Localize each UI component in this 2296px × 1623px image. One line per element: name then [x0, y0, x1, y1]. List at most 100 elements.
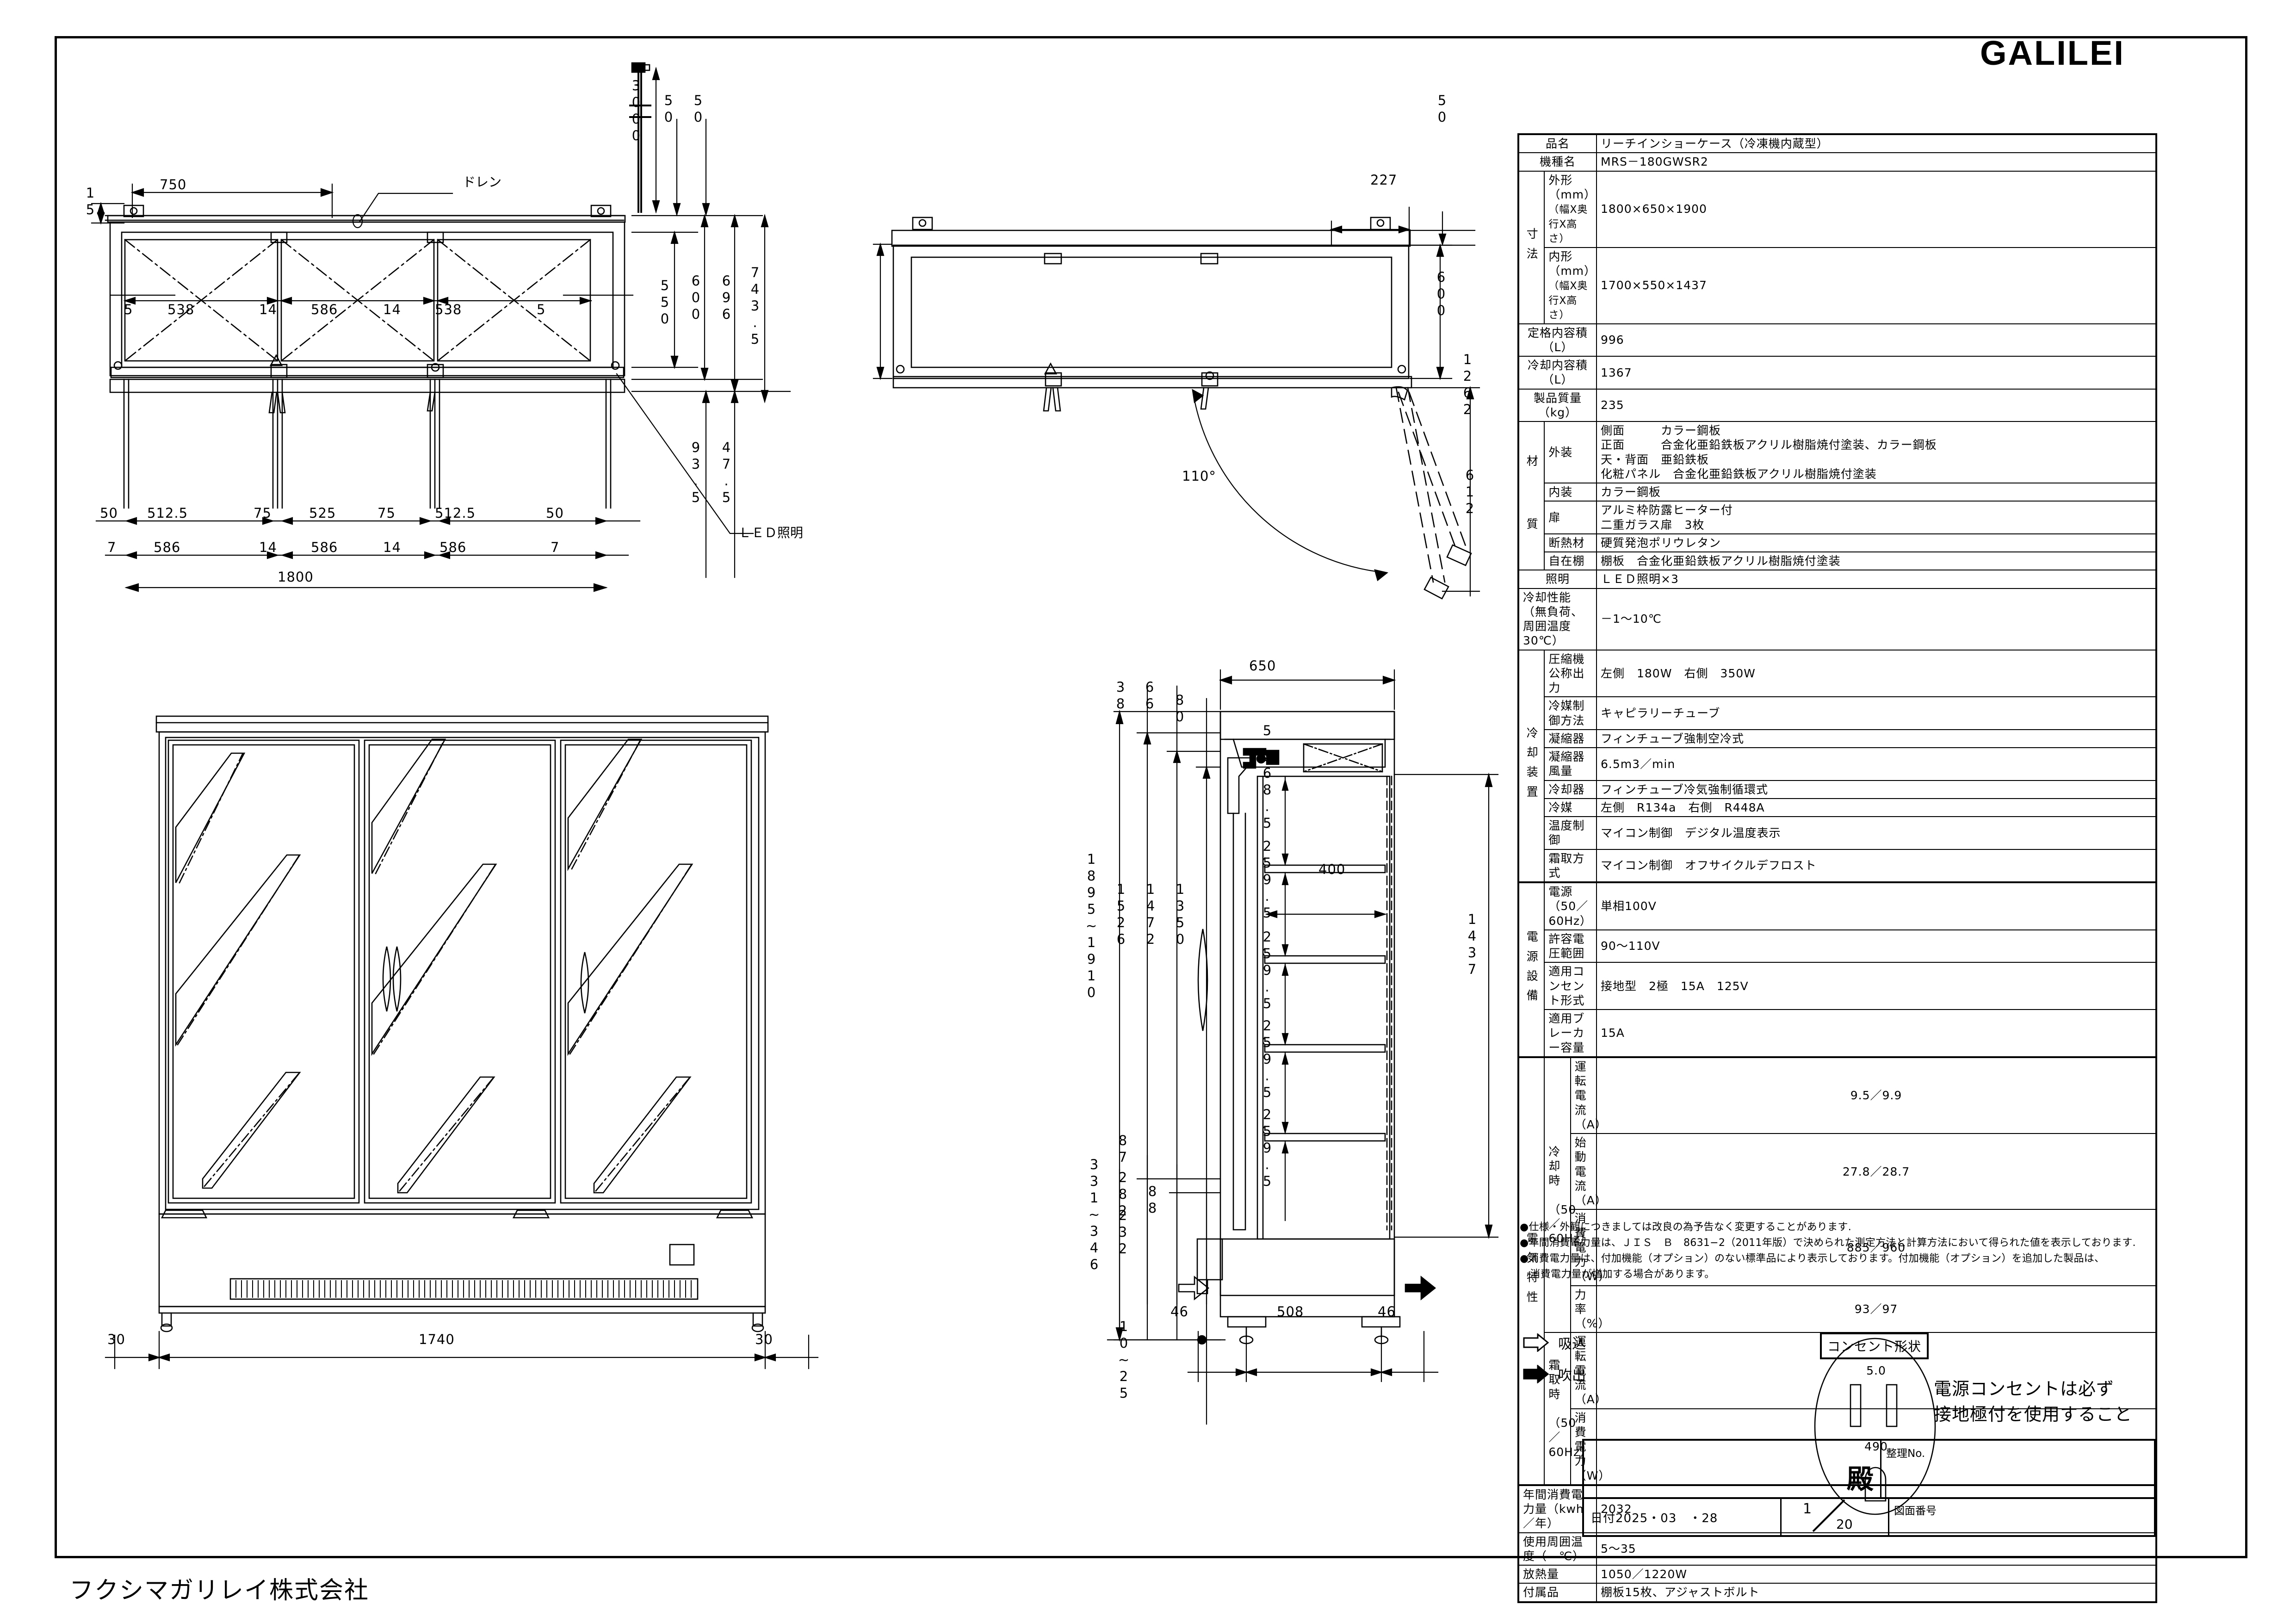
group-label-material: 材質	[1517, 421, 1545, 571]
table-row: 力 率（%） 93／97	[1518, 1285, 2157, 1333]
row-label: 冷媒制御方法	[1544, 696, 1597, 730]
legend-intake-label: 吸込	[1558, 1336, 1586, 1352]
row-label: 冷却性能（無負荷、周囲温度30℃）	[1517, 588, 1597, 650]
row-value: －1～10℃	[1596, 588, 2157, 650]
note-line: ●消費電力量は、付加機能（オプション）のない標準品により表示しております。付加機…	[1520, 1253, 2105, 1265]
row-value: 885／960	[1596, 1209, 2157, 1286]
scale-slash-icon	[1812, 1499, 1845, 1532]
note-line: 消費電力量が増加する場合があります。	[1520, 1269, 1715, 1281]
row-label: 内形 （mm）（幅X奥行X高さ）	[1544, 247, 1608, 324]
legend-outlet: 吹出	[1522, 1364, 1586, 1384]
row-label: 運転電流（A）	[1570, 1056, 1607, 1134]
row-label: 照明	[1517, 570, 1597, 589]
table-row: 消費電力（W） 490	[1518, 1408, 2157, 1486]
table-row: 扉 アルミ枠防露ヒーター付 二重ガラス扉 3枚	[1518, 501, 2157, 534]
row-value: 6.5m3／min	[1596, 747, 2157, 781]
row-value: リーチインショーケース（冷凍機内蔵型）	[1596, 133, 2157, 154]
row-label: 機種名	[1517, 152, 1597, 172]
row-label: 放熱量	[1517, 1564, 1597, 1584]
date-field: 日付2025・03 ・28	[1584, 1499, 1782, 1535]
company-name: フクシマガリレイ株式会社	[69, 1577, 370, 1604]
title-block: 殿 整理No. 日付2025・03 ・28 1 20 図面番号	[1582, 1439, 2156, 1537]
table-row: 内形 （mm）（幅X奥行X高さ） 1700×550×1437	[1518, 247, 2157, 324]
table-row: 照明 ＬＥＤ照明×3	[1517, 570, 2157, 589]
table-row: 機種名 MRS－180GWSR2	[1517, 152, 2157, 172]
table-row: 製品質量 （kg） 235	[1517, 388, 2157, 422]
table-row: 凝縮器風量 6.5m3／min	[1518, 747, 2157, 781]
row-value: マイコン制御 デジタル温度表示	[1596, 816, 2157, 850]
legend-intake: 吸込	[1522, 1332, 1586, 1353]
row-value: 5.0	[1596, 1332, 2157, 1409]
row-value: 1700×550×1437	[1596, 247, 2157, 324]
row-label: 電源（50／60Hz）	[1544, 881, 1597, 930]
group-label-cooling: 冷却装置	[1517, 649, 1545, 883]
row-value: 90～110V	[1596, 929, 2157, 963]
galilei-logo: GALILEI	[1980, 34, 2125, 72]
table-row: 冷却装置 圧縮機公称出力 左側 180W 右側 350W	[1517, 649, 2157, 883]
customer-name-field[interactable]: 殿	[1584, 1441, 1881, 1497]
row-value: 5～35	[1596, 1532, 2157, 1566]
row-label: 自在棚	[1544, 551, 1597, 571]
row-value: カラー鋼板	[1596, 482, 2157, 502]
drawing-canvas	[91, 62, 1936, 1515]
row-label: 力 率（%）	[1570, 1285, 1610, 1333]
airflow-legend: 吸込 吹出	[1522, 1332, 1586, 1395]
row-value: 硬質発泡ポリウレタン	[1596, 533, 2157, 553]
table-row: 冷媒制御方法 キャピラリーチューブ	[1518, 696, 2157, 730]
table-row: 冷媒 左側 R134a 右側 R448A	[1518, 798, 2157, 818]
row-label: 霜取方式	[1544, 849, 1597, 883]
row-value: 9.5／9.9	[1596, 1056, 2157, 1134]
outlet-arrow-icon	[1523, 1365, 1549, 1383]
row-label: 許容電圧範囲	[1544, 929, 1597, 963]
outlet-warning-note: 電源コンセントは必ず 接地極付を使用すること	[1934, 1379, 2133, 1425]
row-value: 235	[1596, 388, 2157, 422]
table-row: 年間消費電力量（kwh／年） 2032	[1517, 1484, 2157, 1533]
row-value: フィンチューブ冷気強制循環式	[1596, 780, 2157, 799]
row-label: 冷媒	[1544, 798, 1597, 818]
table-row: 放熱量 1050／1220W	[1517, 1564, 2157, 1584]
notes-block: ●仕様・外観につきましては改良の為予告なく変更することがあります. ●年間消費電…	[1520, 1220, 2260, 1282]
scale-numerator: 1	[1803, 1501, 1812, 1517]
table-row: 自在棚 棚板 合金化亜鉛鉄板アクリル樹脂焼付塗装	[1518, 551, 2157, 571]
table-row: 適用コンセント形式 接地型 2極 15A 125V	[1518, 962, 2157, 1010]
table-row: 使用周囲温度（ ℃） 5～35	[1517, 1532, 2157, 1566]
group-label-dimension: 寸法	[1517, 170, 1545, 324]
row-label: 品名	[1517, 133, 1597, 154]
row-label: 外形 （mm）（幅X奥行X高さ）	[1544, 170, 1608, 248]
table-row: 凝縮器 フィンチューブ強制空冷式	[1518, 729, 2157, 749]
row-value: ＬＥＤ照明×3	[1596, 570, 2157, 589]
scale-denominator: 20	[1836, 1517, 1853, 1532]
row-label: 定格内容積 （L）	[1517, 323, 1611, 357]
row-value: 棚板 合金化亜鉛鉄板アクリル樹脂焼付塗装	[1596, 551, 2157, 571]
row-value: 996	[1596, 323, 2157, 357]
outlet-shape-title: コンセント形状	[1820, 1332, 1929, 1359]
table-row: 許容電圧範囲 90～110V	[1518, 929, 2157, 963]
row-value: キャピラリーチューブ	[1596, 696, 2157, 730]
table-row: 霜取方式 マイコン制御 オフサイクルデフロスト	[1518, 849, 2157, 883]
table-row: 冷却内容積 （L） 1367	[1517, 356, 2157, 390]
row-label: 外装	[1544, 421, 1597, 483]
seiri-no-field[interactable]: 整理No.	[1881, 1441, 2154, 1497]
table-row: 冷却性能（無負荷、周囲温度30℃） －1～10℃	[1517, 588, 2157, 650]
note-line: ●仕様・外観につきましては改良の為予告なく変更することがあります.	[1520, 1221, 1851, 1233]
row-value: 490	[1596, 1408, 2157, 1486]
drawing-number-field[interactable]: 図面番号	[1889, 1499, 2154, 1535]
drawing-frame	[55, 36, 2247, 1558]
row-label: 冷却内容積 （L）	[1517, 356, 1611, 390]
row-label: 付属品	[1517, 1583, 1597, 1603]
row-label: 運転電流（A）	[1570, 1332, 1607, 1409]
row-label: 製品質量 （kg）	[1517, 388, 1605, 422]
row-label: 圧縮機公称出力	[1544, 649, 1597, 698]
row-value: 1050／1220W	[1596, 1564, 2157, 1584]
table-row: 寸法 外形 （mm）（幅X奥行X高さ） 1800×650×1900	[1517, 170, 2157, 324]
row-value: マイコン制御 オフサイクルデフロスト	[1596, 849, 2157, 883]
table-row: 始動電流（A） 27.8／28.7	[1518, 1133, 2157, 1210]
table-row: 断熱材 硬質発泡ポリウレタン	[1518, 533, 2157, 553]
scale-field: 1 20	[1782, 1499, 1889, 1535]
row-value: 93／97	[1596, 1285, 2157, 1333]
row-value: 左側 R134a 右側 R448A	[1596, 798, 2157, 818]
group-label-electrical: 電気特性	[1517, 1056, 1545, 1486]
row-value: フィンチューブ強制空冷式	[1596, 729, 2157, 749]
table-row: 定格内容積 （L） 996	[1517, 323, 2157, 357]
specification-table: 品名 リーチインショーケース（冷凍機内蔵型） 機種名 MRS－180GWSR2 …	[1517, 133, 2157, 1603]
